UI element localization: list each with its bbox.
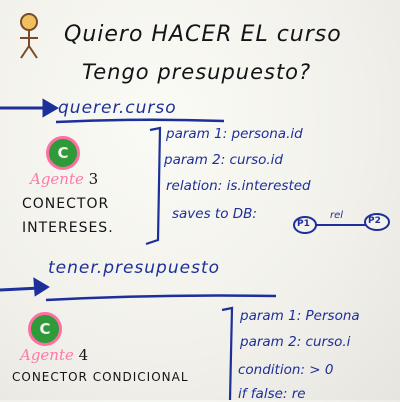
badge-letter: C <box>39 320 51 338</box>
question-line-2: Tengo presupuesto? <box>82 60 312 84</box>
param-saves-to-db: saves to DB: <box>172 206 257 222</box>
connector-name-line-2: INTERESES. <box>22 220 114 236</box>
agent-label: Agente 4 <box>20 346 88 364</box>
agent-number: 4 <box>78 346 89 364</box>
connector-badge-icon: C <box>28 312 62 346</box>
db-relation-label: rel <box>330 210 344 221</box>
connector-name-line-1: CONECTOR <box>22 196 110 212</box>
param-condition: condition: > 0 <box>238 362 334 378</box>
param-relation: relation: is.interested <box>166 178 311 194</box>
bracket <box>221 306 234 400</box>
param-if-false: if false: re <box>238 386 306 402</box>
badge-letter: C <box>57 144 69 162</box>
db-node-p1-icon <box>293 216 317 234</box>
bracket <box>145 126 162 246</box>
connector-name-line-1: CONECTOR CONDICIONAL <box>12 370 189 384</box>
stick-figure-icon <box>20 13 38 59</box>
arrow-icon <box>0 98 59 118</box>
param-2: param 2: curso.i <box>240 334 351 350</box>
db-node-p2-icon <box>364 213 390 231</box>
heading-underline <box>45 294 277 302</box>
agent-label: Agente 3 <box>30 170 98 188</box>
heading-underline <box>55 118 225 124</box>
agent-number: 3 <box>88 170 99 188</box>
db-node-p1-label: P1 <box>297 219 310 229</box>
section-heading-tener-presupuesto: tener.presupuesto <box>48 258 221 278</box>
question-line-1: Quiero HACER EL curso <box>64 22 342 47</box>
param-1: param 1: Persona <box>240 308 360 324</box>
agent-label-text: Agente <box>30 170 84 188</box>
agent-label-text: Agente <box>20 346 74 364</box>
section-heading-querer-curso: querer.curso <box>58 98 177 118</box>
arrow-icon <box>0 277 50 297</box>
db-node-p2-label: P2 <box>368 216 381 226</box>
param-1: param 1: persona.id <box>166 126 303 142</box>
connector-badge-icon: C <box>46 136 80 170</box>
param-2: param 2: curso.id <box>164 152 283 168</box>
